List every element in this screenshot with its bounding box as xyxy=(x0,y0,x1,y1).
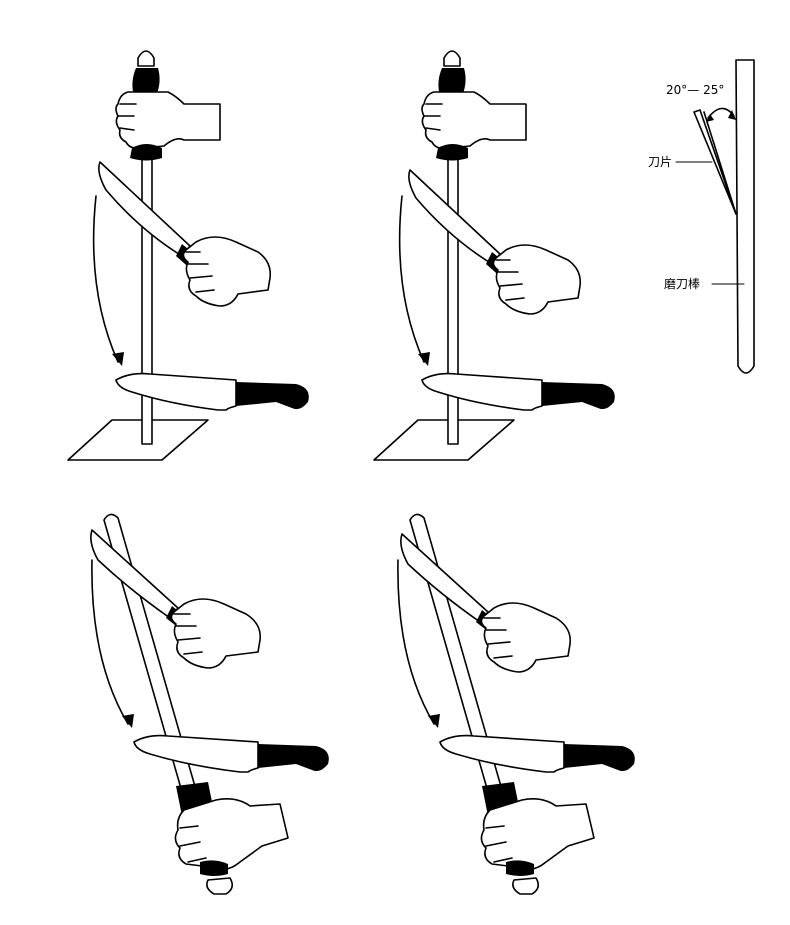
panel-4-handheld-rod-step2 xyxy=(397,513,635,895)
panel-1-vertical-rod-step1 xyxy=(67,50,310,461)
blade-label: 刀片 xyxy=(648,155,672,169)
panel-2-vertical-rod-step2 xyxy=(373,50,616,461)
angle-label: 20°— 25° xyxy=(666,83,724,97)
angle-detail: 20°— 25° 刀片 磨刀棒 xyxy=(648,59,755,374)
rod-label: 磨刀棒 xyxy=(664,277,700,291)
panel-3-handheld-rod-step1 xyxy=(90,513,329,895)
